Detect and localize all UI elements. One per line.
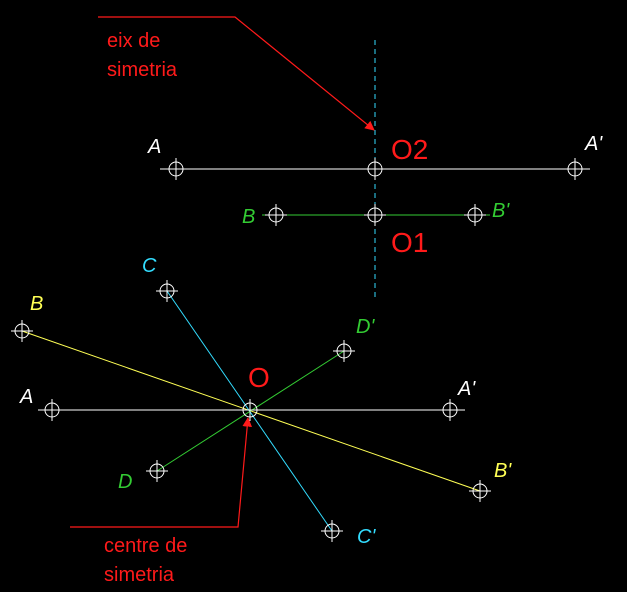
point-o1-marker — [364, 204, 386, 226]
point-a-prime-bottom-marker — [439, 399, 461, 421]
label-a-prime-bottom: A' — [457, 378, 476, 400]
label-b-bottom: B — [30, 293, 43, 315]
label-o2: O2 — [391, 134, 428, 165]
label-a-bottom: A — [19, 386, 33, 408]
label-o: O — [248, 362, 270, 393]
point-c-prime-bottom-marker — [321, 520, 343, 542]
center-annotation-line2: simetria — [104, 564, 175, 586]
label-o1: O1 — [391, 227, 428, 258]
point-c-bottom-marker — [156, 280, 178, 302]
label-d-bottom: D — [118, 471, 132, 493]
label-a-top: A — [147, 136, 161, 158]
point-a-prime-top-marker — [564, 158, 586, 180]
point-a-bottom-marker — [41, 399, 63, 421]
label-d-prime-bottom: D' — [356, 316, 375, 338]
point-b-top-marker — [265, 204, 287, 226]
axis-annotation-leader — [98, 16, 375, 131]
axis-annotation-line1: eix de — [107, 30, 160, 52]
point-o2-marker — [364, 158, 386, 180]
point-d-bottom-marker — [146, 460, 168, 482]
point-d-prime-bottom-marker — [333, 340, 355, 362]
point-b-prime-bottom-marker — [469, 480, 491, 502]
point-a-top-marker — [165, 158, 187, 180]
center-annotation-leader — [70, 417, 252, 528]
points-top — [165, 158, 586, 226]
point-b-prime-top-marker — [464, 204, 486, 226]
label-b-prime-bottom: B' — [494, 460, 512, 482]
label-b-top: B — [242, 206, 255, 228]
axis-annotation-line2: simetria — [107, 59, 178, 81]
label-b-prime-top: B' — [492, 200, 510, 222]
label-c-bottom: C — [142, 255, 157, 277]
label-c-prime-bottom: C' — [357, 526, 376, 548]
point-b-bottom-marker — [11, 320, 33, 342]
label-a-prime-top: A' — [584, 133, 603, 155]
point-o-marker — [239, 399, 261, 421]
center-annotation-line1: centre de — [104, 535, 187, 557]
